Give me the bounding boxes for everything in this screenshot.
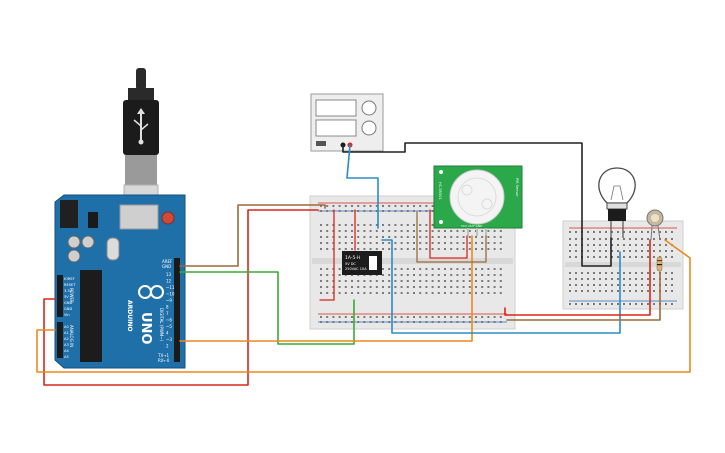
digital-pin-label: ~3 <box>166 337 172 342</box>
power-pin-label: 5V <box>64 295 69 299</box>
wire-red-pir-vcc <box>429 209 468 259</box>
uno-label: UNO <box>138 312 153 345</box>
wire-red-bb-rail <box>319 209 335 301</box>
arduino-logo-icon <box>138 285 164 299</box>
photoresistor[interactable] <box>646 209 664 241</box>
rx-label: RX←0 <box>158 358 170 363</box>
power-pin-label: GND <box>64 307 72 311</box>
digital-pin-label: 8 <box>166 305 169 310</box>
relay-line3: 250VAC 10A <box>345 267 367 271</box>
digital-pin-label: 12 <box>166 279 172 284</box>
arduino-brand-label: ARDUINO <box>126 300 133 331</box>
digital-pin-label: ~6 <box>166 318 172 323</box>
wires <box>36 142 691 386</box>
analog-pin-label: A4 <box>64 349 69 353</box>
voltage-display <box>315 99 357 117</box>
voltage-knob[interactable] <box>361 100 377 116</box>
power-pin-label: 3.3V <box>64 289 73 293</box>
wire-brown-gnd-to-bb <box>179 204 326 267</box>
current-display <box>315 119 357 137</box>
current-knob[interactable] <box>361 120 377 136</box>
digital-pin-label: ~5 <box>166 324 172 329</box>
wire-blue-ps-to-bb <box>346 144 379 229</box>
arduino-uno-board[interactable]: ARDUINO UNO DIGITAL (PWM~) POWER ANALOG … <box>54 194 186 369</box>
pir-right-label: PIR Sensor <box>515 178 519 197</box>
power-pin-label: Vin <box>64 313 70 317</box>
atmega-chip <box>80 270 102 362</box>
light-bulb-icon[interactable] <box>598 167 636 238</box>
resistor <box>656 256 663 272</box>
analog-pin-label: A2 <box>64 337 69 341</box>
wire-black-ps-to-bulb <box>342 142 612 267</box>
power-label: POWER <box>69 288 74 303</box>
relay-line1: 1A-5-H <box>345 255 360 261</box>
relay[interactable]: 1A-5-H 5V DC 250VAC 10A <box>342 251 382 275</box>
digital-pin-label: 4 <box>166 331 169 336</box>
tx-label: TX→1 <box>157 353 170 358</box>
digital-label: DIGITAL (PWM~) <box>159 308 164 342</box>
usb-icon <box>133 108 149 145</box>
gnd-label: GND <box>162 264 171 269</box>
power-pin-label: GND <box>64 301 72 305</box>
wire-blue-relay-to-bulb <box>381 239 621 334</box>
analog-pin-label: A3 <box>64 343 69 347</box>
power-header <box>57 275 63 317</box>
digital-pin-label: ~9 <box>166 298 172 303</box>
digital-pin-label: ~10 <box>166 292 175 297</box>
analog-header <box>57 322 63 358</box>
wire-orange-a0-to-ldr <box>36 239 691 373</box>
digital-header <box>174 258 180 362</box>
wire-red-bb-to-bb2 <box>504 239 651 316</box>
digital-pin-label: 7 <box>166 311 169 316</box>
analog-pin-label: A1 <box>64 331 69 335</box>
wire-brown-pir-gnd <box>416 211 487 263</box>
wire-brown-bb-to-bb2 <box>506 271 661 321</box>
pir-left-label: HC-SR501 <box>438 182 442 200</box>
relay-line2: 5V DC <box>345 262 356 266</box>
pir-bottom-label: VCC OUT GND <box>461 224 483 228</box>
wire-green-pin12-to-relay <box>179 271 355 345</box>
power-jack <box>60 200 78 228</box>
wire-red-5v-to-bb <box>43 209 319 386</box>
reset-button[interactable] <box>161 211 175 225</box>
dc-power-supply[interactable] <box>310 93 384 152</box>
usb-port <box>119 204 159 230</box>
digital-pin-label: 13 <box>166 272 172 277</box>
digital-pin-label: 2 <box>166 344 169 349</box>
aref-label: AREF <box>162 259 173 264</box>
digital-pin-label: ~11 <box>166 285 175 290</box>
analog-pin-label: A5 <box>64 355 69 359</box>
power-pin-label: RESET <box>64 283 76 287</box>
analog-label: ANALOG IN <box>69 325 74 347</box>
pir-sensor[interactable]: HC-SR501 PIR Sensor VCC OUT GND <box>433 165 523 236</box>
power-pin-label: IOREF <box>64 277 75 281</box>
wire-orange-pin2-to-pir <box>179 235 473 342</box>
analog-pin-label: A0 <box>64 325 69 329</box>
